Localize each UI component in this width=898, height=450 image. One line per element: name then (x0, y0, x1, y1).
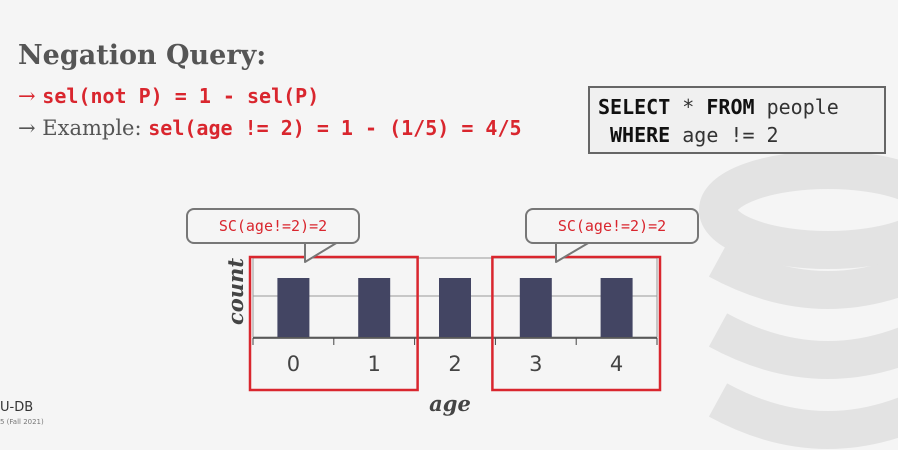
sql-keyword-where: WHERE (610, 123, 671, 147)
sql-line-2: WHERE age != 2 (598, 121, 876, 149)
formula-text: sel(not P) = 1 - sel(P) (42, 84, 320, 108)
x-tick-label-3: 3 (529, 352, 543, 376)
sql-query-box: SELECT * FROM people WHERE age != 2 (588, 86, 886, 154)
sql-condition: age != 2 (670, 123, 779, 147)
sql-keyword-select: SELECT (598, 95, 671, 119)
highlight-box-0 (248, 255, 419, 392)
callout-right: SC(age!=2)=2 (525, 208, 699, 244)
x-tick-label-2: 2 (448, 352, 462, 376)
footer-logo-text: U-DB (0, 400, 34, 415)
callout-left-tail (304, 241, 339, 263)
sql-table: people (754, 95, 839, 119)
x-tick-label-1: 1 (367, 352, 381, 376)
histogram-chart (248, 241, 662, 392)
bar-1 (358, 278, 391, 337)
x-tick-label-4: 4 (609, 352, 624, 376)
callout-right-tail (555, 241, 591, 263)
sql-line-1: SELECT * FROM people (598, 93, 876, 121)
bar-0 (277, 278, 310, 337)
bullet-example: → Example: sel(age != 2) = 1 - (1/5) = 4… (18, 116, 522, 140)
arrow-icon: → (18, 116, 36, 140)
sql-star: * (670, 95, 707, 119)
slide-title: Negation Query: (18, 40, 267, 71)
example-prefix: Example: (42, 116, 149, 140)
sql-keyword-from: FROM (706, 95, 755, 119)
arrow-icon: → (18, 84, 36, 108)
x-axis-label: age (429, 391, 471, 416)
callout-left: SC(age!=2)=2 (186, 208, 360, 244)
highlight-box-1 (491, 255, 662, 392)
footer-subtext: 5 (Fall 2021) (0, 418, 44, 426)
example-formula: sel(age != 2) = 1 - (1/5) = 4/5 (148, 116, 522, 140)
bar-2 (439, 278, 471, 337)
bar-4 (600, 278, 633, 337)
x-tick-label-0: 0 (286, 352, 301, 376)
bar-3 (519, 278, 552, 337)
bullet-formula: → sel(not P) = 1 - sel(P) (18, 84, 319, 108)
